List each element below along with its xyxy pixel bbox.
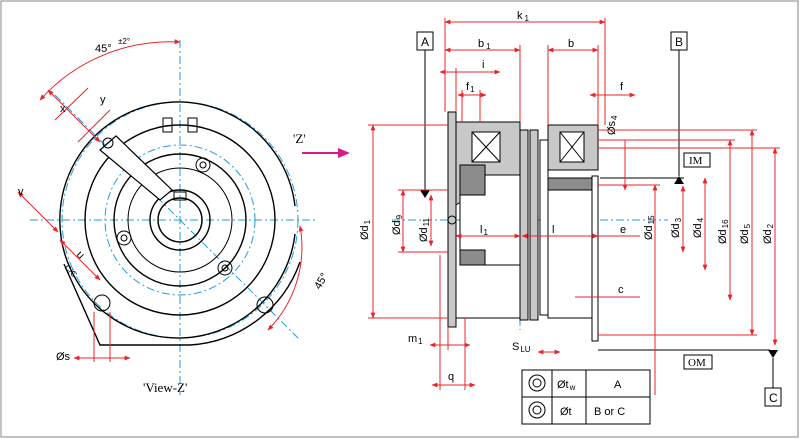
datum-b: B [675,35,683,49]
armature-3 [539,139,549,316]
datum-a: A [421,35,429,49]
v-dim [17,191,59,233]
shaft-end [591,175,599,342]
im-label: IM [689,155,703,167]
radial-arm [99,135,173,201]
m1-label: m1 [408,333,423,346]
datum-c: C [769,391,778,405]
angle-top-label: 45° [95,43,112,55]
runout-symbol: Øt [560,406,572,418]
d3-label: Ød3 [670,217,683,238]
u-dim [59,239,101,281]
view-z-caption: 'View-Z' [143,380,187,395]
hub-dark-1 [459,164,486,196]
hub-ring [127,167,233,273]
armature-2 [529,129,539,321]
angle-right-dim [267,225,304,331]
hub-outer [149,189,211,251]
rotor-ring [113,153,247,287]
z-label: 'Z' [293,131,306,146]
os-label: Øs [56,351,71,363]
d15-label: Ød15 [643,215,656,240]
mount-hole-left [93,294,111,312]
angle-top-tol: ±2° [118,37,130,46]
table-row: Øtw A [528,374,622,392]
d9-label: Ød9 [391,214,404,235]
x-y-dim [47,89,101,143]
z-arrow-head [338,148,350,158]
b-label: b [568,38,574,50]
y-label: y [100,94,106,106]
d4-label: Ød4 [692,217,705,238]
table-row: Øt B or C [528,401,625,419]
tolerance-table: Øtw A Øt B or C [521,369,651,425]
bolt-circle-inner [104,144,256,296]
top-tab-left [162,117,173,133]
arm-hole [102,137,114,149]
runout-symbol: Øtw [557,379,576,392]
pilot-circle [447,215,457,225]
output-hub [547,177,597,319]
flange-plate [447,111,457,328]
view-z: 45° ±2° 45° x y v u C/C Øs 'View-Z' [17,37,331,395]
flange-lower-outline [63,261,301,346]
x-label: x [60,103,66,115]
i-label: i [482,59,484,71]
l1-label: l1 [480,224,488,237]
q-label: q [448,371,454,383]
runout-icon [528,401,546,419]
angle-right-label: 45° [312,271,331,291]
datum-ref: B or C [594,406,625,418]
l-label: l [552,224,554,236]
flange-outline [59,101,296,339]
d11-label: Ød11 [418,217,431,242]
e-label: e [620,224,626,236]
armature-1 [519,129,529,321]
hole-2 [116,230,132,246]
bore [157,197,203,243]
runout-icon [528,374,546,392]
hole-3 [217,260,233,276]
im-box [683,152,711,168]
s4-label: Øs4 [606,115,619,135]
u-label: u [74,249,87,262]
top-tab-right [187,117,198,133]
slu-label: SLU [512,341,531,354]
om-label: OM [688,357,706,369]
output-hub-dark [547,177,597,191]
hole-1 [195,157,211,173]
d1-label: Ød1 [359,219,372,240]
housing-ring [84,124,276,316]
f-label: f [620,81,624,93]
keyway [173,191,187,201]
f1-label: f1 [466,81,475,94]
c-label: c [618,284,624,296]
om-box [683,354,713,370]
datum-ref: A [614,379,622,391]
d5-label: Ød5 [739,223,752,244]
angle-top-dim [39,39,181,101]
v-label: v [18,186,24,198]
d2-label: Ød2 [762,223,775,244]
hub-dark-2 [459,249,486,266]
d16-label: Ød16 [717,219,730,244]
